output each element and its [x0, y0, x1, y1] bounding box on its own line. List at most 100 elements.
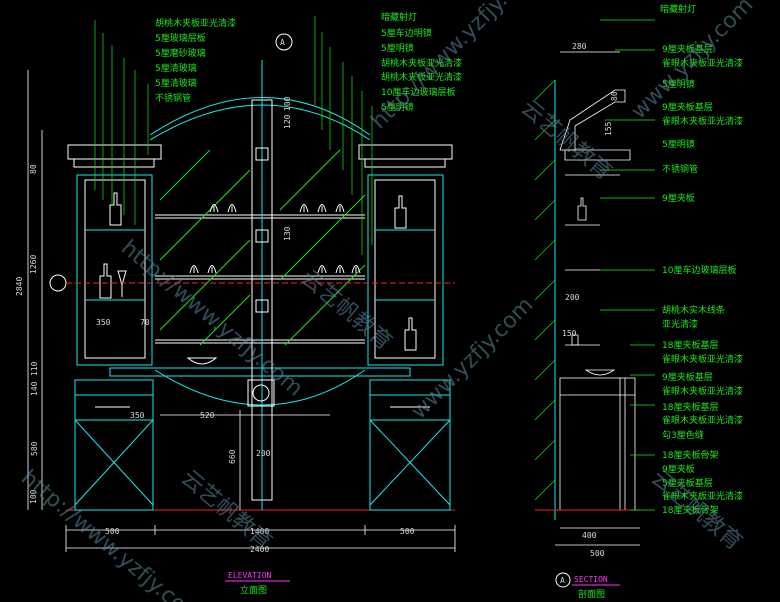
- section-callout-7: 不锈钢管: [662, 163, 698, 175]
- dim-left-6: 80: [29, 164, 38, 174]
- section-dim-5: 400: [582, 531, 597, 540]
- dim-left-5: 100: [29, 489, 38, 504]
- section-callout-21: 5厘夹板基层: [662, 477, 713, 489]
- section-dimensions: 280 80 155 200 150 400 500: [562, 42, 619, 558]
- section-dim-2: 155: [604, 121, 613, 136]
- left-cornice: [67, 144, 162, 160]
- section-callout-11: 亚光清漆: [662, 318, 698, 330]
- dim-mid-2: 350: [130, 411, 145, 420]
- left-base-cabinet: [74, 379, 154, 511]
- dim-left-4: 580: [30, 441, 39, 456]
- callout-left-4: 5厘清玻璃: [155, 77, 197, 89]
- section-callout-22: 雀眼木夹板亚光清漆: [662, 490, 743, 502]
- dim-bottom-2: 500: [400, 527, 415, 536]
- glassware: [99, 192, 417, 365]
- callout-right-0: 暗藏射灯: [381, 11, 417, 23]
- axis-marker-circle: [49, 274, 67, 292]
- callout-right-4: 胡桃木夹板亚光清漆: [381, 71, 462, 83]
- section-callout-23: 18厘夹板骨架: [662, 504, 718, 516]
- section-marker-label: A: [560, 576, 565, 585]
- dimension-lines: [27, 70, 456, 552]
- callout-right-3: 胡桃木夹板亚光清漆: [381, 57, 462, 69]
- section-callout-0: 暗藏射灯: [660, 3, 696, 15]
- left-cornice-lower: [73, 158, 155, 168]
- dim-center-2: 130: [283, 226, 292, 241]
- section-callout-16: 18厘夹板基层: [662, 401, 718, 413]
- callout-left-0: 胡桃木夹板亚光清漆: [155, 17, 236, 29]
- section-dim-1: 80: [610, 91, 619, 101]
- mirror-hatch: [159, 149, 366, 346]
- watermark-3: 云艺帆教育: [516, 95, 616, 185]
- dim-mid-0: 350: [96, 318, 111, 327]
- dim-bottom-3: 2400: [250, 545, 269, 554]
- dim-mid-4: 200: [256, 449, 271, 458]
- callout-right-6: 5厘明镜: [381, 101, 414, 113]
- elevation-title-cn: 立面图: [240, 584, 267, 596]
- section-callout-20: 9厘夹板: [662, 463, 695, 475]
- section-callout-12: 18厘夹板基层: [662, 339, 718, 351]
- top-arch-inner: [149, 104, 371, 141]
- section-callout-19: 18厘夹板骨架: [662, 449, 718, 461]
- elevation-drawing: [27, 16, 456, 552]
- section-drawing: [534, 19, 655, 588]
- section-dim-3: 200: [565, 293, 580, 302]
- section-callout-17: 雀眼木夹板亚光清漆: [662, 414, 743, 426]
- section-title-en: SECTION: [574, 575, 608, 584]
- section-callout-1: 9厘夹板基层: [662, 43, 713, 55]
- elevation-callouts-left: 胡桃木夹板亚光清漆 5厘玻璃层板 5厘磨砂玻璃 5厘清玻璃 5厘清玻璃 不锈钢管: [155, 17, 236, 104]
- dim-left-0: 2840: [15, 277, 24, 296]
- section-callout-2: 雀眼木夹板亚光清漆: [662, 57, 743, 69]
- right-base-cabinet: [369, 379, 451, 511]
- section-marker-circle: [275, 33, 293, 51]
- right-glass-door: [374, 179, 436, 359]
- section-dim-0: 280: [572, 42, 587, 51]
- dim-mid-5: 660: [228, 449, 237, 464]
- right-cornice-lower: [364, 158, 446, 168]
- left-cabinet-frame: [76, 174, 153, 366]
- right-cornice: [358, 144, 453, 160]
- section-callout-3: 5厘明镜: [662, 78, 695, 90]
- section-callout-6: 5厘明镜: [662, 138, 695, 150]
- section-callout-9: 10厘车边玻璃层板: [662, 264, 736, 276]
- section-callout-18: 勾3厘色缝: [662, 429, 704, 441]
- leader-lines: [94, 16, 373, 255]
- callout-right-1: 5厘车边明镜: [381, 27, 432, 39]
- dim-bottom-1: 1400: [250, 527, 269, 536]
- section-callout-15: 雀眼木夹板亚光清漆: [662, 385, 743, 397]
- section-callout-5: 雀眼木夹板亚光清漆: [662, 115, 743, 127]
- elevation-dimensions: 500 1400 500 2400 350 70 350 520 200 660…: [15, 96, 415, 554]
- dim-center-1: 120: [283, 114, 292, 129]
- callout-left-5: 不锈钢管: [155, 92, 191, 104]
- section-callout-10: 胡桃木实木线条: [662, 304, 725, 316]
- counter-top: [109, 367, 411, 377]
- callout-right-2: 5厘明镜: [381, 42, 414, 54]
- section-dim-6: 500: [590, 549, 605, 558]
- middle-shelves: [155, 214, 365, 344]
- callout-left-3: 5厘清玻璃: [155, 62, 197, 74]
- section-callout-4: 9厘夹板基层: [662, 101, 713, 113]
- section-callouts: 暗藏射灯 9厘夹板基层 雀眼木夹板亚光清漆 5厘明镜 9厘夹板基层 雀眼木夹板亚…: [660, 3, 743, 516]
- section-dim-4: 150: [562, 329, 577, 338]
- dim-mid-1: 70: [140, 318, 150, 327]
- section-callout-14: 9厘夹板基层: [662, 371, 713, 383]
- dim-left-3: 110: [30, 361, 39, 376]
- dim-center-0: 100: [283, 96, 292, 111]
- callout-right-5: 10厘车边玻璃层板: [381, 86, 455, 98]
- section-callout-13: 雀眼木夹板亚光清漆: [662, 353, 743, 365]
- left-glass-door: [84, 179, 146, 359]
- elevation-section-marker: A: [280, 38, 285, 47]
- dim-left-2: 140: [30, 381, 39, 396]
- callout-left-2: 5厘磨砂玻璃: [155, 47, 206, 59]
- callout-left-1: 5厘玻璃层板: [155, 32, 206, 44]
- dim-mid-3: 520: [200, 411, 215, 420]
- elevation-callouts-right: 暗藏射灯 5厘车边明镜 5厘明镜 胡桃木夹板亚光清漆 胡桃木夹板亚光清漆 10厘…: [381, 11, 462, 113]
- elevation-title-en: ELEVATION: [228, 571, 272, 580]
- dim-left-1: 1260: [29, 255, 38, 274]
- column-ornament: [247, 379, 275, 407]
- section-title-cn: 剖面图: [578, 588, 605, 600]
- right-cabinet-frame: [367, 174, 444, 366]
- dim-bottom-0: 500: [105, 527, 120, 536]
- section-callout-8: 9厘夹板: [662, 192, 695, 204]
